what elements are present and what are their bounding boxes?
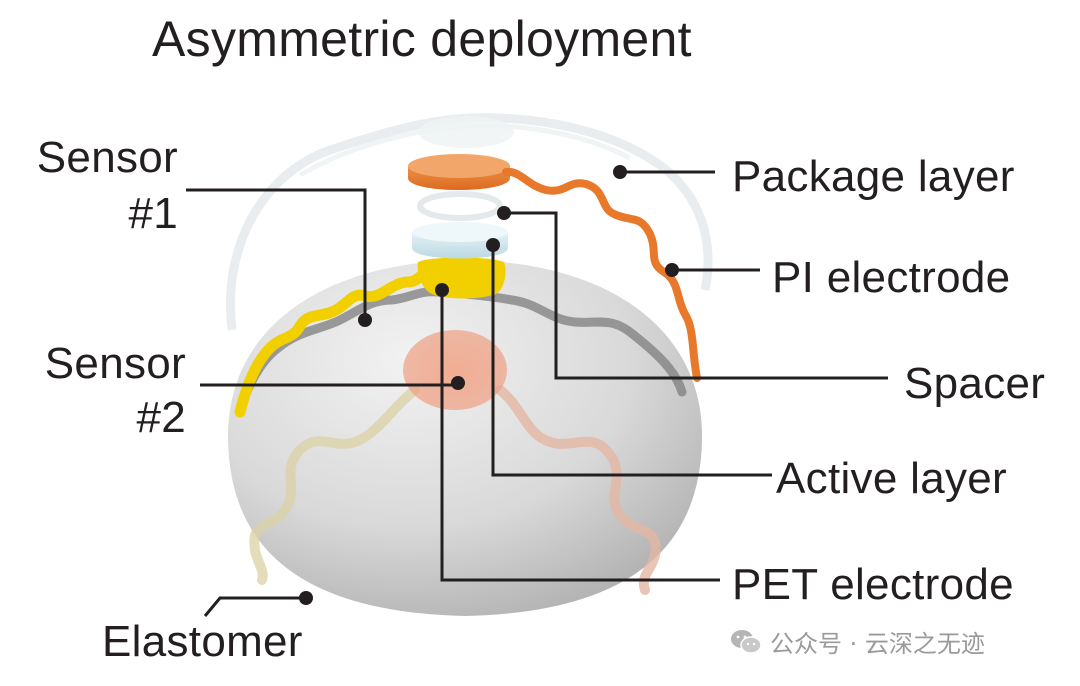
dot-sensor1 [358,313,372,327]
active-layer-top [412,222,508,242]
package-layer-top [408,154,510,178]
label-sensor1-line2: #1 [128,189,178,238]
dot-sensor2 [451,376,465,390]
diagram-title: Asymmetric deployment [152,11,692,67]
label-active-layer: Active layer [776,454,1008,503]
pet-electrode-trace [234,262,446,418]
label-sensor2-line1: Sensor [44,339,186,388]
dot-pi-electrode [665,263,679,277]
pi-electrode-trace [502,167,701,382]
label-pet-electrode: PET electrode [732,560,1014,609]
label-sensor1-line1: Sensor [36,133,178,182]
watermark-text: 公众号 · 云深之无迹 [770,630,985,658]
leader-dots [299,165,679,605]
package-top-ghost [418,116,514,148]
label-sensor2-line2: #2 [136,393,186,442]
leader-spacer [504,211,888,380]
watermark: 公众号 · 云深之无迹 [730,624,985,659]
elastomer-dome [227,260,703,616]
dome-trace-right [495,385,661,595]
label-pi-electrode: PI electrode [772,253,1011,302]
leader-active-layer [491,245,772,477]
leader-elastomer [203,596,306,617]
leader-sensor1 [186,188,367,320]
label-package-layer: Package layer [732,152,1015,201]
dome-trace-left [249,385,420,585]
dot-spacer [497,206,511,220]
label-spacer: Spacer [904,359,1046,408]
leader-lines [186,170,888,617]
sensor2-pad [403,330,507,410]
label-elastomer: Elastomer [102,617,303,666]
leader-pet-electrode [440,290,720,582]
dot-package-layer [613,165,627,179]
dot-elastomer [299,591,313,605]
wechat-icon [731,629,762,654]
dot-pet-electrode [435,283,449,297]
spacer-ring [417,191,503,221]
dot-active-layer [486,238,500,252]
